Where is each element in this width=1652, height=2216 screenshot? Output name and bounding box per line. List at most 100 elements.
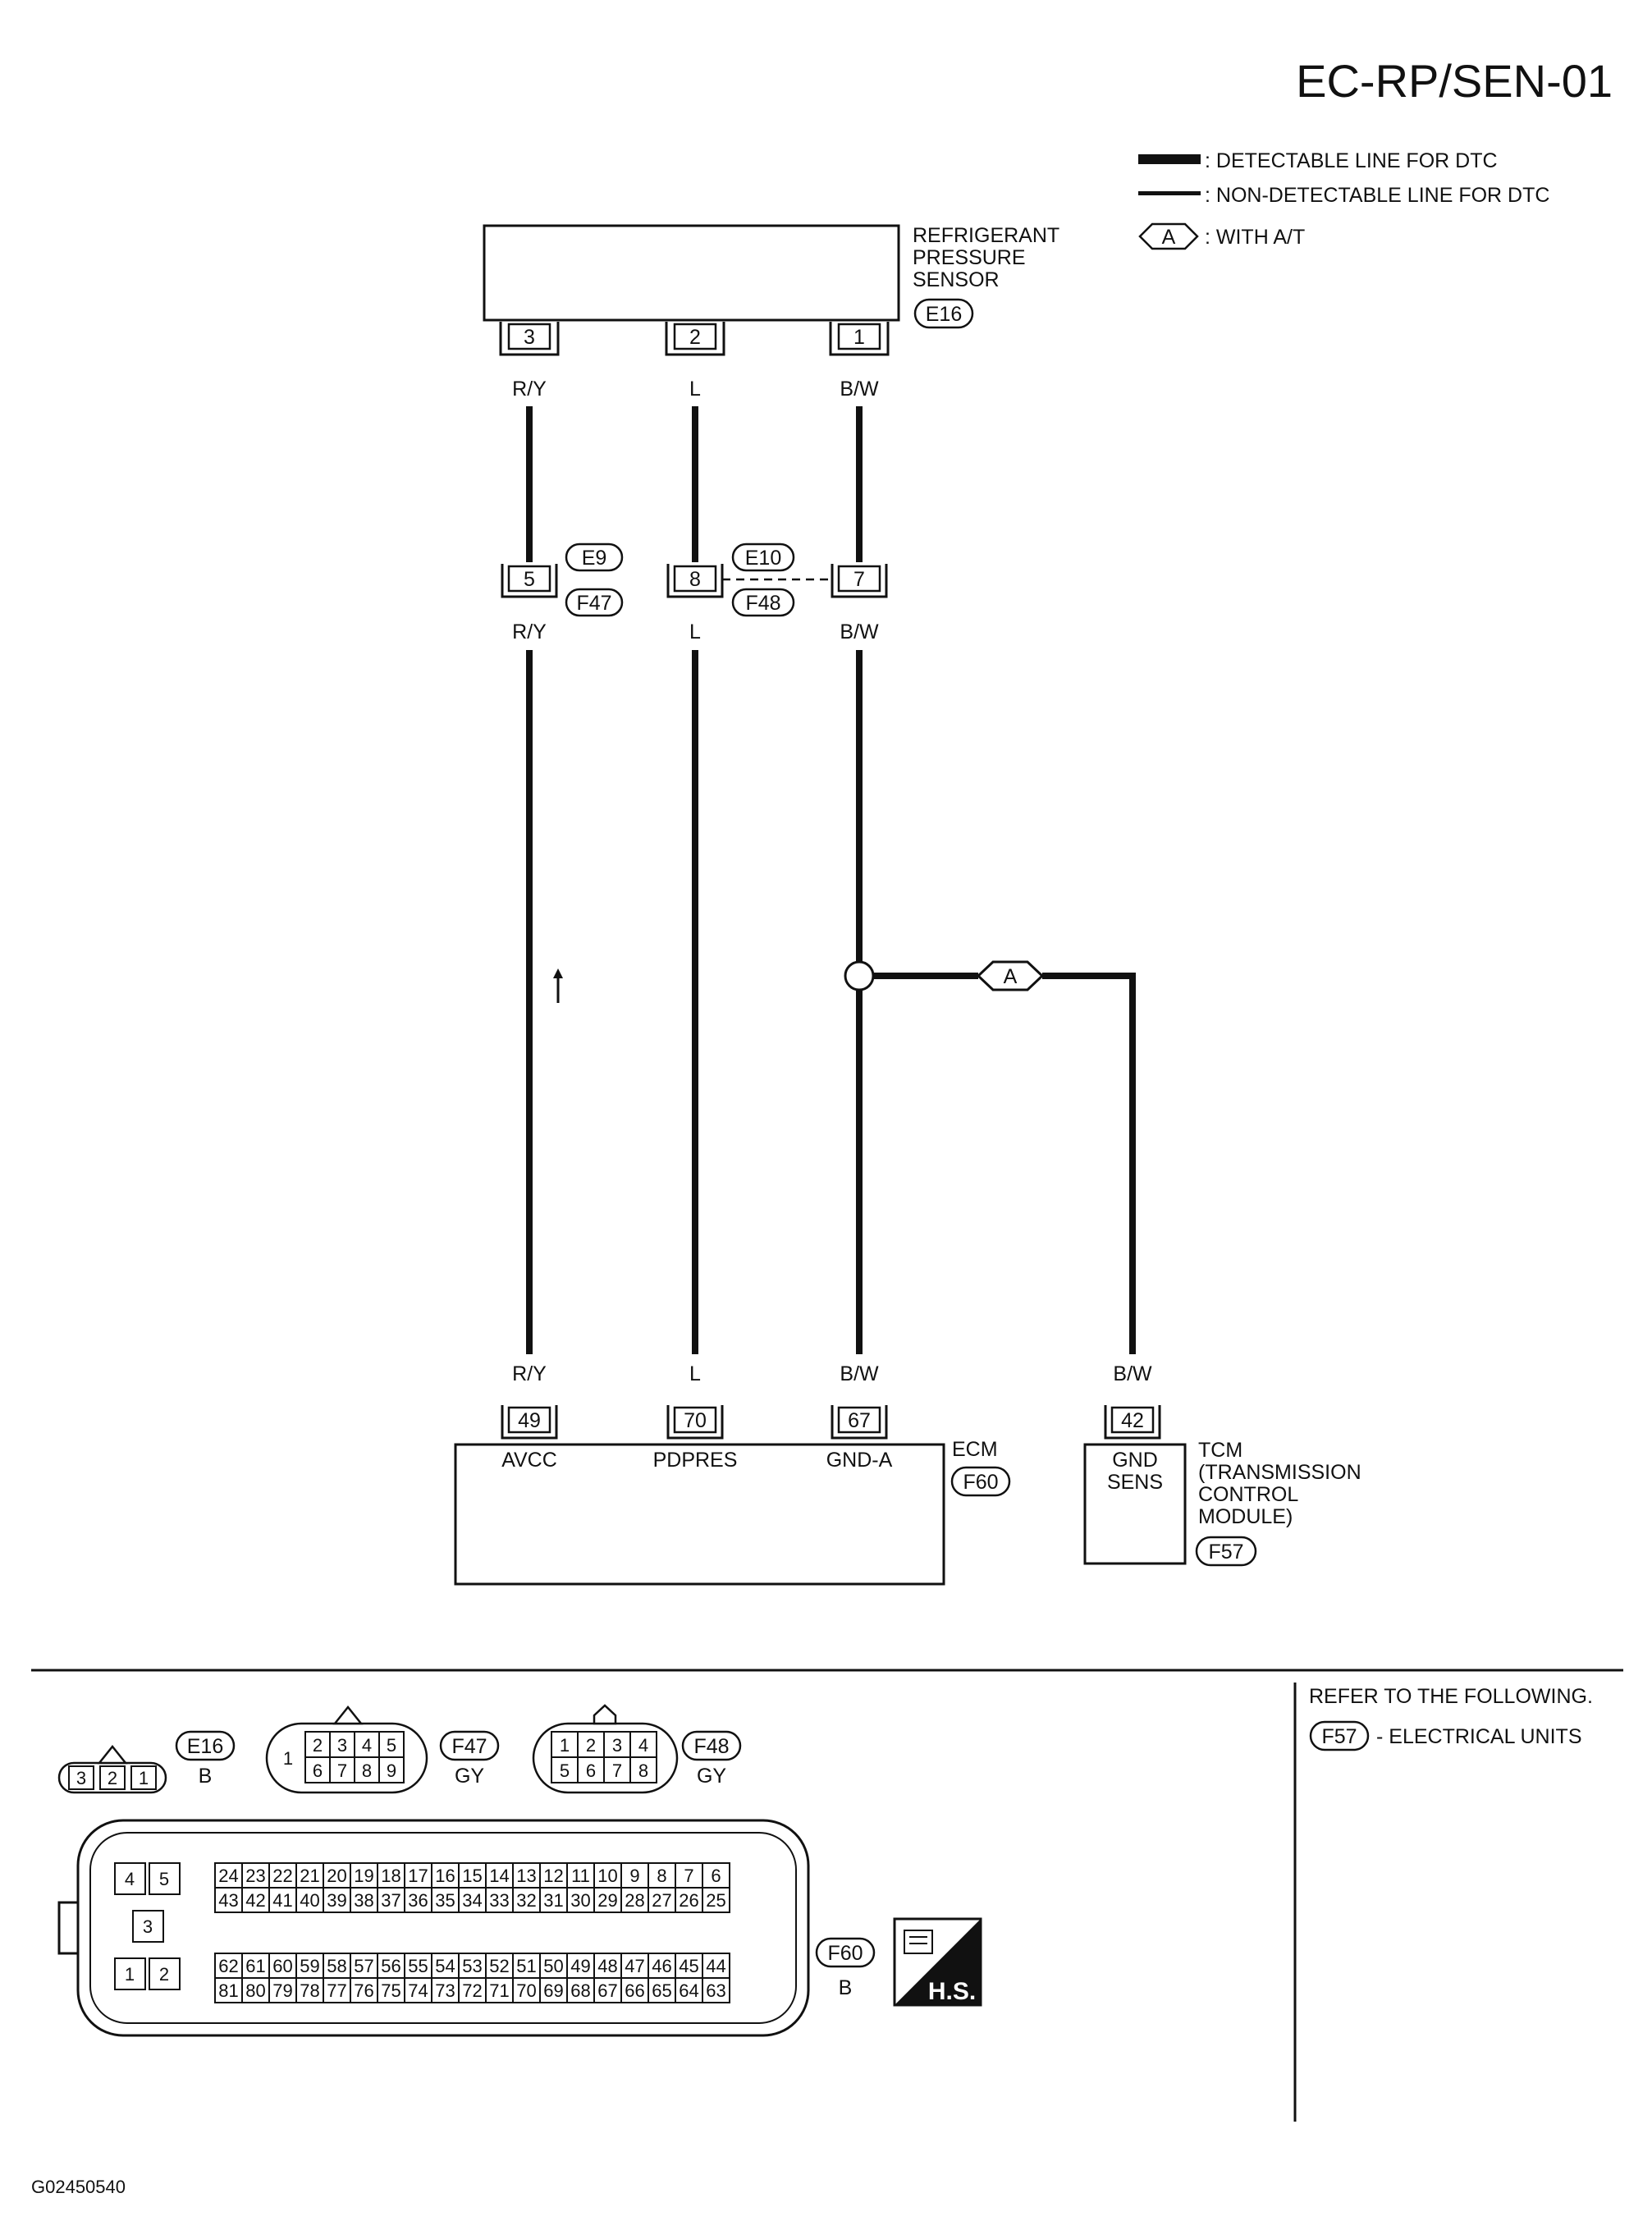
f60-pin-39: 39 — [327, 1890, 346, 1911]
f60-pin-22: 22 — [272, 1866, 292, 1886]
f60-pin-8: 8 — [657, 1866, 666, 1886]
f60-pin-54: 54 — [435, 1956, 455, 1976]
f48-pin-1: 1 — [560, 1735, 570, 1756]
f60-pin-7: 7 — [684, 1866, 693, 1886]
f60-pin-48: 48 — [597, 1956, 617, 1976]
legend: : DETECTABLE LINE FOR DTC : NON-DETECTAB… — [1138, 149, 1549, 250]
connector-view-e16: 3 2 1 E16 B — [57, 1730, 236, 1794]
inline-pin-5-number: 5 — [524, 568, 535, 591]
inline-pin-8-number: 8 — [689, 568, 701, 591]
f60-pin-46: 46 — [652, 1956, 671, 1976]
f48-pin-2: 2 — [586, 1735, 596, 1756]
connector-f48-label: F48 — [745, 592, 780, 615]
f60-pin-5: 5 — [159, 1869, 169, 1889]
f60-pin-50: 50 — [543, 1956, 563, 1976]
f60-view-color: B — [839, 1976, 853, 1999]
f60-pin-40: 40 — [300, 1890, 319, 1911]
f60-pin-44: 44 — [706, 1956, 725, 1976]
f60-pin-23: 23 — [245, 1866, 265, 1886]
f60-pin-37: 37 — [381, 1890, 400, 1911]
f60-pin-58: 58 — [327, 1956, 346, 1976]
f60-pin-42: 42 — [245, 1890, 265, 1911]
sensor-pin-1-number: 1 — [853, 326, 865, 349]
wire4-color-bottom: B/W — [1113, 1362, 1152, 1385]
tcm-name-line1: TCM — [1198, 1439, 1242, 1462]
f47-pin-5: 5 — [387, 1735, 396, 1756]
f60-pin-55: 55 — [408, 1956, 428, 1976]
f47-view-id: F47 — [451, 1735, 487, 1758]
inline-pin-8: 8 — [666, 564, 724, 598]
wire2-color-top: L — [689, 378, 701, 401]
f60-pin-30: 30 — [570, 1890, 590, 1911]
legend-option-symbol — [1138, 222, 1199, 250]
f60-pin-51: 51 — [516, 1956, 536, 1976]
f60-pin-70: 70 — [516, 1980, 536, 2001]
connector-f47-label: F47 — [576, 592, 611, 615]
f60-pin-61: 61 — [245, 1956, 265, 1976]
wire2-color-mid: L — [689, 620, 701, 643]
sensor-pin-3: 3 — [499, 322, 560, 356]
f60-pin-35: 35 — [435, 1890, 455, 1911]
f60-pin-69: 69 — [543, 1980, 563, 2001]
ecm-unit: AVCC PDPRES GND-A ECM F60 — [454, 1438, 1011, 1586]
tcm-pin-42: 42 — [1104, 1405, 1161, 1440]
ecm-connector-badge — [950, 1466, 1011, 1497]
f60-pin-19: 19 — [354, 1866, 373, 1886]
f47-pin-1: 1 — [283, 1748, 293, 1769]
f48-pin-3: 3 — [612, 1735, 622, 1756]
f60-pin-31: 31 — [543, 1890, 563, 1911]
f60-pin-28: 28 — [625, 1890, 644, 1911]
e16-view-color: B — [199, 1765, 213, 1788]
wire1-color-mid: R/Y — [512, 620, 547, 643]
sensor-pin-2-number: 2 — [689, 326, 701, 349]
f60-pin-79: 79 — [272, 1980, 292, 2001]
f60-pin-64: 64 — [679, 1980, 698, 2001]
e16-pin-1: 1 — [139, 1768, 149, 1788]
f60-pin-47: 47 — [625, 1956, 644, 1976]
ecm-pin-70: 70 — [666, 1405, 724, 1440]
branch-option-letter: A — [1004, 965, 1018, 988]
f48-pin-7: 7 — [612, 1760, 622, 1781]
f60-pin-45: 45 — [679, 1956, 698, 1976]
tcm-pin-42-number: 42 — [1121, 1409, 1144, 1432]
f60-pin-29: 29 — [597, 1890, 617, 1911]
f60-pin-53: 53 — [462, 1956, 482, 1976]
f60-pin-65: 65 — [652, 1980, 671, 2001]
f60-pin-38: 38 — [354, 1890, 373, 1911]
f48-pin-5: 5 — [560, 1760, 570, 1781]
f60-pin-13: 13 — [516, 1866, 536, 1886]
signal-direction-arrow-icon — [553, 968, 563, 1003]
f48-view-id: F48 — [693, 1735, 729, 1758]
f60-pin-25: 25 — [706, 1890, 725, 1911]
f60-pin-43: 43 — [218, 1890, 238, 1911]
f60-pin-11: 11 — [571, 1866, 590, 1886]
sensor-pin-3-number: 3 — [524, 326, 535, 349]
f47-pin-7: 7 — [337, 1760, 347, 1781]
refer-section: REFER TO THE FOLLOWING. F57 - ELECTRICAL… — [1309, 1685, 1593, 1751]
f60-pin-21: 21 — [300, 1866, 319, 1886]
ecm-pin-49: 49 — [501, 1405, 558, 1440]
refrigerant-pressure-sensor: REFRIGERANT PRESSURE SENSOR E16 — [483, 224, 1059, 329]
e16-pin-3: 3 — [76, 1768, 86, 1788]
f60-pin-74: 74 — [408, 1980, 428, 2001]
f60-pin-15: 15 — [462, 1866, 482, 1886]
ecm-connector-id: F60 — [963, 1471, 998, 1494]
f60-pin-25-cell — [702, 1887, 730, 1913]
f60-pin-6: 6 — [711, 1866, 721, 1886]
sensor-body — [483, 224, 900, 322]
f60-pin-20: 20 — [327, 1866, 346, 1886]
f47-view-color: GY — [455, 1765, 484, 1788]
harness-symbol-label: H.S. — [928, 1978, 976, 2005]
f60-pin-1: 1 — [125, 1964, 135, 1985]
refer-heading: REFER TO THE FOLLOWING. — [1309, 1685, 1593, 1708]
f60-view-id: F60 — [827, 1942, 863, 1965]
f48-pin-4: 4 — [638, 1735, 648, 1756]
f60-pin-71: 71 — [489, 1980, 509, 2001]
ecm-pin-67-number: 67 — [848, 1409, 871, 1432]
e16-view-id: E16 — [187, 1735, 223, 1758]
f60-pin-81: 81 — [218, 1980, 238, 2001]
wire1-color-bottom: R/Y — [512, 1362, 547, 1385]
wire3-color-top: B/W — [840, 378, 879, 401]
f60-pin-27: 27 — [652, 1890, 671, 1911]
